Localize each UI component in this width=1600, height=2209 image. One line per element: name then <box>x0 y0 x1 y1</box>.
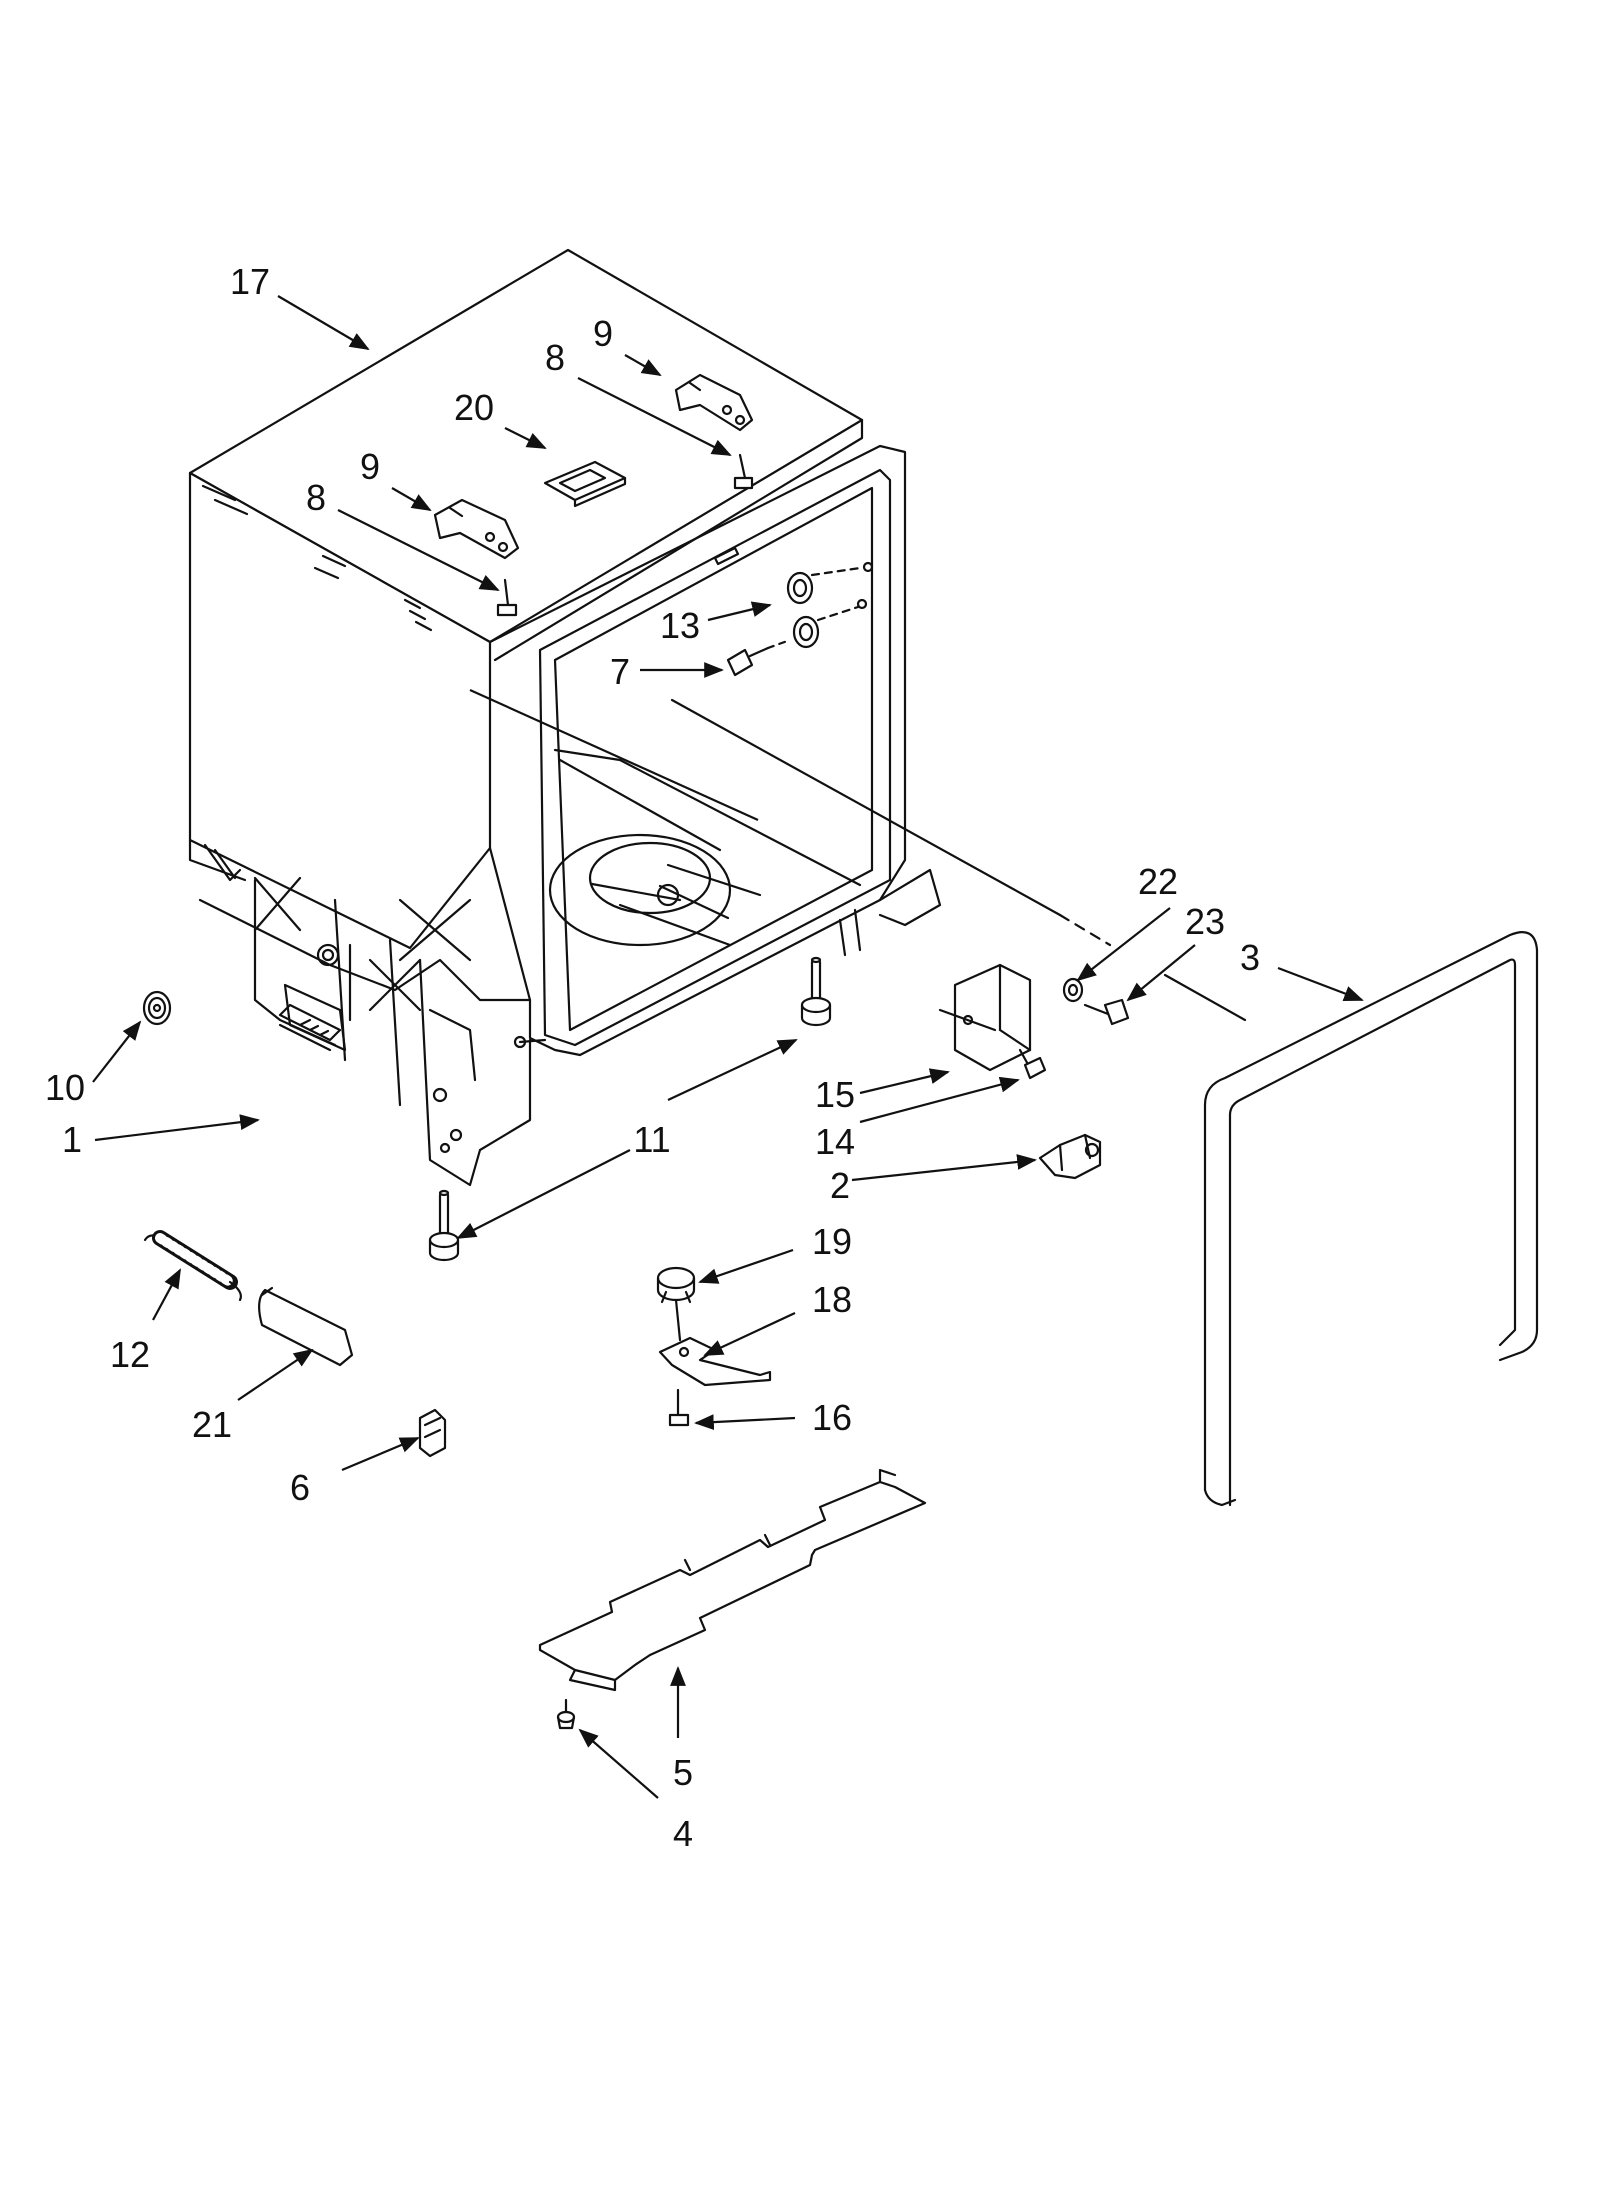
callout-23: 23 <box>1184 901 1226 942</box>
callout-3: 3 <box>1239 937 1261 978</box>
callout-11: 11 <box>633 1119 671 1160</box>
spring-part-12 <box>143 1230 242 1302</box>
callout-1: 1 <box>61 1119 83 1160</box>
door-gasket-part-3 <box>1203 931 1539 1507</box>
callout-19: 19 <box>811 1221 853 1262</box>
callout-9-right: 9 <box>592 313 614 354</box>
screw-part-16 <box>668 1388 690 1427</box>
callout-14: 14 <box>814 1121 856 1162</box>
callout-5: 5 <box>672 1752 694 1793</box>
callout-22: 22 <box>1137 861 1179 902</box>
screw-part-23 <box>1083 998 1130 1026</box>
callout-12: 12 <box>109 1334 151 1375</box>
callout-15: 15 <box>814 1074 856 1115</box>
callout-16: 16 <box>811 1397 853 1438</box>
hinge-part-9-left <box>433 498 520 560</box>
washer-part-22 <box>1062 977 1084 1003</box>
screw-part-7 <box>726 638 792 677</box>
bumper-part-13 <box>786 561 874 649</box>
callout-18: 18 <box>811 1279 853 1320</box>
callout-7: 7 <box>609 651 631 692</box>
leader-lines <box>92 295 1364 1799</box>
screw-part-8-left <box>496 578 518 617</box>
callout-13: 13 <box>659 605 701 646</box>
clip-part-6 <box>418 1408 447 1458</box>
leveling-leg-part-11-left <box>428 1189 460 1262</box>
plug-part-10 <box>142 990 172 1026</box>
callout-9-left: 9 <box>359 446 381 487</box>
leveling-leg-part-11-right <box>800 956 832 1027</box>
latch-part-2 <box>1038 1133 1102 1180</box>
bracket-part-15 <box>938 963 1032 1072</box>
thermostat-part-19 <box>656 1266 696 1342</box>
callout-6: 6 <box>289 1467 311 1508</box>
alignment-line <box>670 698 1062 917</box>
screw-part-14 <box>1018 1048 1047 1080</box>
bottom-plate-part-5 <box>538 1468 927 1692</box>
bracket-part-18 <box>658 1336 772 1387</box>
callout-20: 20 <box>453 387 495 428</box>
callout-21: 21 <box>191 1404 233 1445</box>
screw-part-8-right <box>733 453 754 490</box>
pad-part-21 <box>258 1286 354 1367</box>
fastener-part-4 <box>556 1698 576 1730</box>
callout-17: 17 <box>229 261 271 302</box>
hinge-part-9-right <box>674 373 754 432</box>
tub-assembly <box>188 248 942 1187</box>
callout-8-left: 8 <box>305 477 327 518</box>
callout-4: 4 <box>672 1813 694 1854</box>
clip-part-20 <box>543 460 627 508</box>
callout-2: 2 <box>829 1165 851 1206</box>
callout-10: 10 <box>44 1067 86 1108</box>
callout-8-right: 8 <box>544 337 566 378</box>
